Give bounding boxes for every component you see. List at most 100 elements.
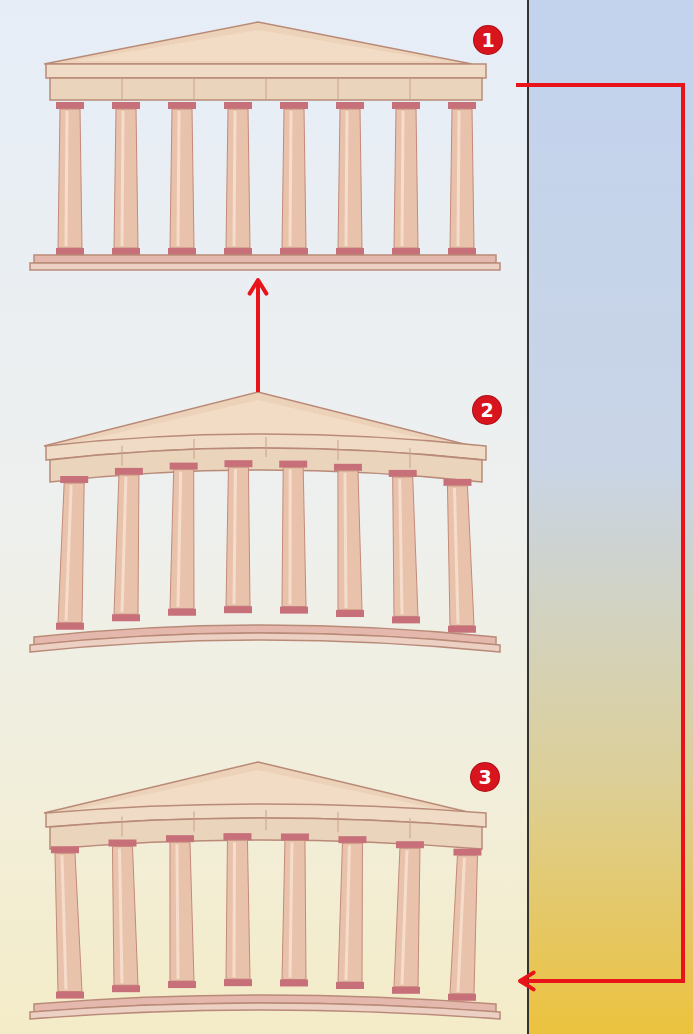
frieze-joint	[266, 810, 267, 830]
column-base	[280, 979, 308, 986]
column-highlight	[62, 855, 66, 989]
column-highlight	[346, 111, 347, 246]
column-base	[168, 248, 196, 255]
column-shaft	[450, 856, 477, 994]
column-shaft	[338, 109, 362, 248]
column-base	[448, 626, 476, 633]
column-highlight	[122, 477, 126, 612]
column-highlight	[402, 850, 407, 985]
frieze-joint	[122, 79, 123, 99]
column-capital	[223, 833, 251, 840]
temple-panel: 3	[4, 754, 512, 1026]
column-base	[56, 623, 84, 630]
column-shaft	[447, 486, 474, 626]
column-base	[336, 610, 364, 617]
column-capital	[443, 479, 471, 486]
arrow-head	[520, 973, 534, 990]
column-highlight	[402, 111, 403, 246]
pediment	[44, 22, 472, 64]
frieze-joint	[194, 811, 195, 831]
column-base	[56, 992, 84, 999]
column-shaft	[450, 109, 474, 248]
base-step	[30, 263, 500, 270]
column-capital	[166, 835, 194, 842]
frieze-joint	[410, 818, 411, 838]
column-highlight	[400, 479, 402, 614]
base-step	[30, 633, 500, 652]
column-capital	[51, 846, 79, 853]
column-capital	[396, 841, 424, 848]
column-highlight	[233, 842, 236, 977]
red-arrow	[516, 85, 683, 989]
frieze-joint	[338, 440, 339, 460]
column-highlight	[290, 842, 292, 977]
column-highlight	[178, 111, 179, 246]
column-highlight	[290, 111, 291, 246]
column-base	[336, 982, 364, 989]
base-step	[30, 1003, 500, 1019]
temple-drawing	[30, 762, 500, 1019]
column-capital	[168, 102, 196, 109]
column-shaft	[226, 840, 250, 979]
column-highlight	[234, 111, 235, 246]
column-capital	[453, 849, 481, 856]
frieze-joint	[338, 812, 339, 832]
column-base	[112, 248, 140, 255]
column-base	[224, 979, 252, 986]
column-shaft	[394, 848, 420, 987]
divider-line	[527, 0, 529, 1034]
column-base	[168, 981, 196, 988]
column-base	[392, 987, 420, 994]
column-base	[280, 248, 308, 255]
column-highlight	[122, 111, 123, 246]
cornice	[46, 64, 486, 78]
column-shaft	[282, 840, 306, 979]
column-shaft	[170, 109, 194, 248]
column-capital	[56, 102, 84, 109]
column-shaft	[114, 109, 138, 248]
column-capital	[336, 102, 364, 109]
temple-panel: 1	[4, 14, 512, 276]
column-base	[112, 614, 140, 621]
column-base	[392, 616, 420, 623]
column-capital	[281, 833, 309, 840]
column-capital	[448, 102, 476, 109]
column-shaft	[282, 109, 306, 248]
temple-drawing	[30, 22, 500, 270]
column-base	[168, 609, 196, 616]
frieze-joint	[410, 79, 411, 99]
column-shaft	[58, 109, 82, 248]
column-shaft	[338, 843, 362, 982]
column-highlight	[178, 472, 181, 607]
arrow-head	[250, 280, 267, 294]
pediment-face	[74, 30, 442, 61]
column-highlight	[458, 111, 459, 246]
column-capital	[170, 463, 198, 470]
column-shaft	[114, 475, 139, 614]
column-base	[56, 248, 84, 255]
column-capital	[279, 461, 307, 468]
column-shaft	[170, 842, 194, 981]
callout-number: 2	[473, 396, 501, 424]
column-base	[392, 248, 420, 255]
column-capital	[108, 840, 136, 847]
column-capital	[389, 470, 417, 477]
column-highlight	[66, 111, 67, 246]
column-highlight	[289, 470, 292, 605]
column-shaft	[170, 470, 194, 609]
column-highlight	[119, 849, 122, 984]
column-highlight	[177, 844, 178, 979]
column-shaft	[282, 468, 306, 607]
column-highlight	[234, 469, 235, 604]
frieze-joint	[194, 439, 195, 459]
column-base	[448, 248, 476, 255]
column-shaft	[393, 477, 418, 616]
picture-panel	[0, 0, 527, 1034]
callout-number: 3	[471, 763, 499, 791]
stylobate	[34, 255, 496, 263]
column-highlight	[346, 845, 349, 980]
arrow-line	[516, 85, 683, 981]
column-shaft	[58, 483, 84, 623]
column-shaft	[55, 853, 82, 991]
